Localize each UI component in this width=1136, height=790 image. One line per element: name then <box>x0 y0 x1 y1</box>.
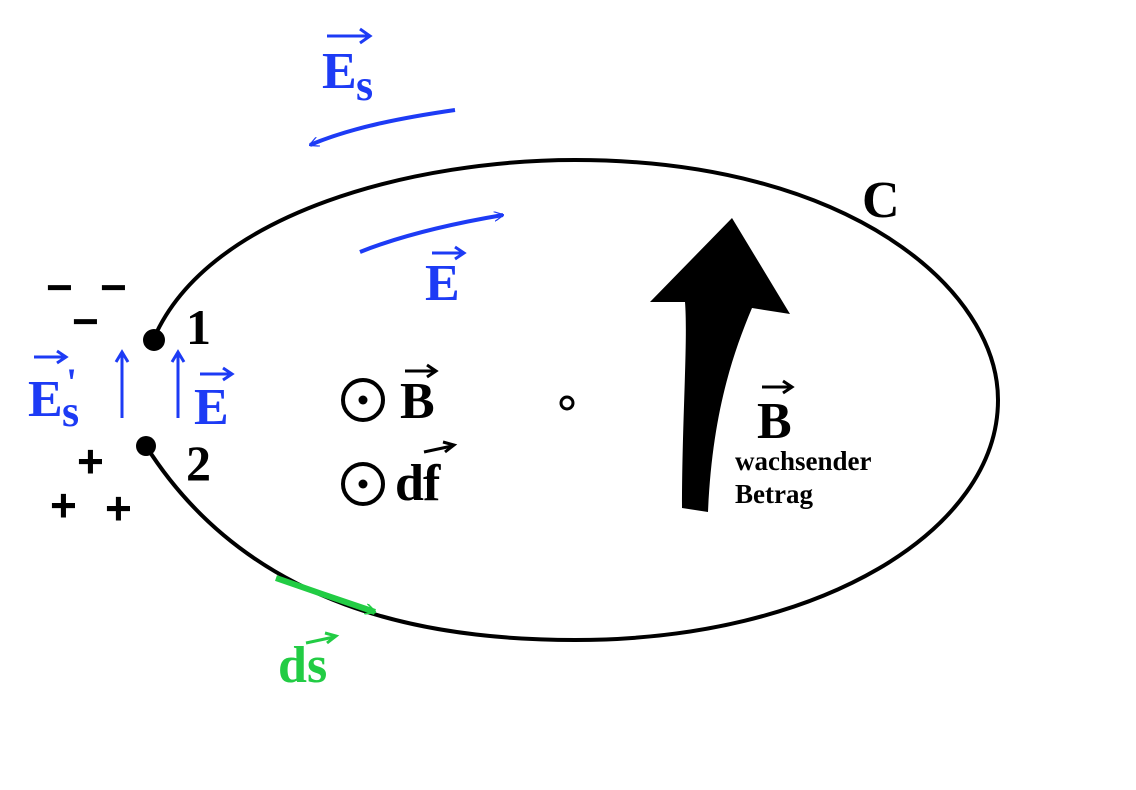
svg-text:s: s <box>307 637 327 694</box>
minus-charge-2: − <box>100 261 127 313</box>
svg-text:f: f <box>423 455 441 512</box>
svg-text:E: E <box>194 379 229 436</box>
plus-charge-3: + <box>105 482 132 534</box>
e-gap-arrow <box>170 349 186 418</box>
wachsender-label: wachsender <box>735 446 872 476</box>
b-out-of-page-symbol <box>341 378 385 422</box>
es-top-label: E s <box>322 27 373 110</box>
point-1-dot <box>143 329 165 351</box>
point-2-dot <box>136 436 156 456</box>
minus-charge-1: − <box>46 261 73 313</box>
big-b-arrow <box>650 218 790 512</box>
svg-text:E: E <box>322 43 357 100</box>
svg-text:': ' <box>66 360 77 405</box>
es-top-arrow <box>310 108 456 147</box>
ds-arrow <box>275 575 375 615</box>
b-label: B <box>400 363 439 430</box>
plus-charge-1: + <box>77 435 104 487</box>
center-marker <box>559 395 575 411</box>
point-1-label: 1 <box>186 299 211 355</box>
point-2-label: 2 <box>186 435 211 491</box>
svg-text:B: B <box>757 393 792 450</box>
curve-c-label: C <box>862 172 900 229</box>
df-out-of-page-symbol <box>341 462 385 506</box>
svg-text:E: E <box>28 371 63 428</box>
betrag-label: Betrag <box>735 479 813 509</box>
svg-text:B: B <box>400 373 435 430</box>
big-b-label: B <box>757 379 795 450</box>
svg-text:s: s <box>356 61 373 110</box>
e-inner-arrow <box>359 215 503 254</box>
svg-text:s: s <box>62 387 79 436</box>
es-prime-arrow <box>114 349 130 418</box>
svg-text:d: d <box>395 455 424 512</box>
ds-label: d s <box>278 631 340 694</box>
es-prime-label: E s ' <box>28 349 79 436</box>
svg-text:d: d <box>278 637 307 694</box>
minus-charge-3: − <box>72 295 99 347</box>
plus-charge-2: + <box>50 479 77 531</box>
e-inner-label: E <box>425 245 467 312</box>
curve-c <box>144 157 1001 643</box>
e-gap-label: E <box>194 366 235 436</box>
df-label: d f <box>395 440 458 512</box>
svg-text:E: E <box>425 255 460 312</box>
